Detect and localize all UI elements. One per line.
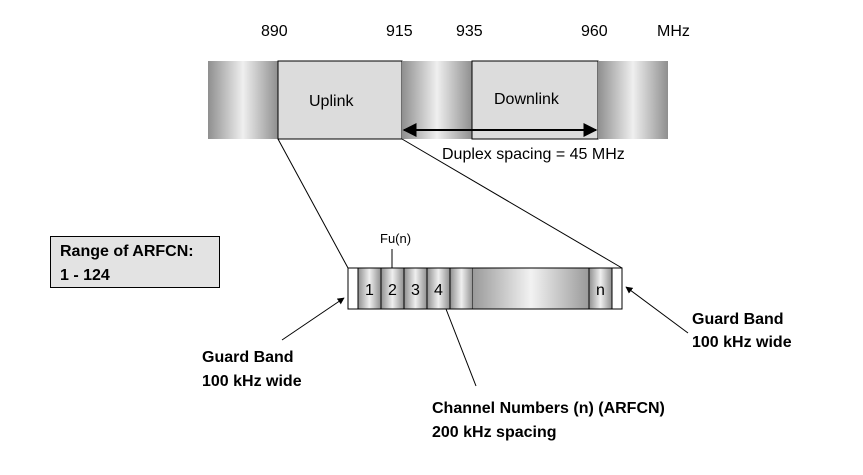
channel-spacing-label: 200 kHz spacing xyxy=(432,424,557,441)
carrier-label: Fu(n) xyxy=(380,231,412,246)
guard-band-right xyxy=(611,267,623,310)
right-guard-width: 100 kHz wide xyxy=(692,334,792,351)
band-edge-left xyxy=(208,61,278,139)
left-guard-title: Guard Band xyxy=(202,349,294,366)
channel-label-2: 2 xyxy=(388,282,397,299)
channel-label-4: 4 xyxy=(434,282,443,299)
duplex-spacing-label: Duplex spacing = 45 MHz xyxy=(442,146,625,163)
channel-label-1: 1 xyxy=(365,282,374,299)
arfcn-range-title: Range of ARFCN: xyxy=(60,243,194,260)
channel-number-pointer xyxy=(445,308,477,387)
channel-cell-5 xyxy=(449,267,474,310)
uplink-band xyxy=(277,60,403,140)
uplink-label: Uplink xyxy=(309,93,354,110)
freq-tick-890: 890 xyxy=(261,23,288,40)
freq-tick-935: 935 xyxy=(456,23,483,40)
right-guard-pointer xyxy=(625,286,689,334)
left-guard-pointer xyxy=(281,297,345,341)
zoom-line-left xyxy=(277,138,349,269)
channel-label-3: 3 xyxy=(411,282,420,299)
left-guard-width: 100 kHz wide xyxy=(202,373,302,390)
band-edge-right xyxy=(598,61,668,139)
duplex-gap xyxy=(402,61,472,139)
arfcn-range-value: 1 - 124 xyxy=(60,267,110,284)
downlink-label: Downlink xyxy=(494,91,559,108)
channel-numbers-title: Channel Numbers (n) (ARFCN) xyxy=(432,400,665,417)
freq-tick-915: 915 xyxy=(386,23,413,40)
right-guard-title: Guard Band xyxy=(692,311,784,328)
channel-label-n: n xyxy=(596,282,605,299)
zoom-line-right xyxy=(401,138,623,269)
guard-band-left xyxy=(347,267,359,310)
arfcn-range-box: Range of ARFCN: 1 - 124 xyxy=(50,236,220,288)
freq-tick-960: 960 xyxy=(581,23,608,40)
freq-unit: MHz xyxy=(657,23,690,40)
channel-span xyxy=(473,268,589,309)
